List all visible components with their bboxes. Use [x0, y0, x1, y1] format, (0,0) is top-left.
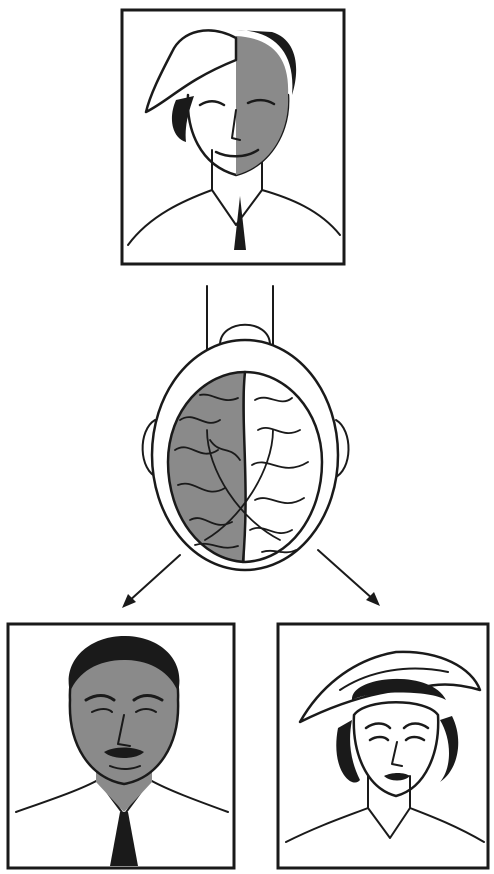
bottom-left-panel [8, 624, 234, 868]
bottom-right-panel [278, 624, 488, 868]
arrow-to-right-panel-icon [318, 550, 380, 606]
brain-top-view-icon [143, 325, 349, 570]
arrow-to-left-panel-icon [122, 555, 180, 608]
top-panel [122, 10, 344, 264]
